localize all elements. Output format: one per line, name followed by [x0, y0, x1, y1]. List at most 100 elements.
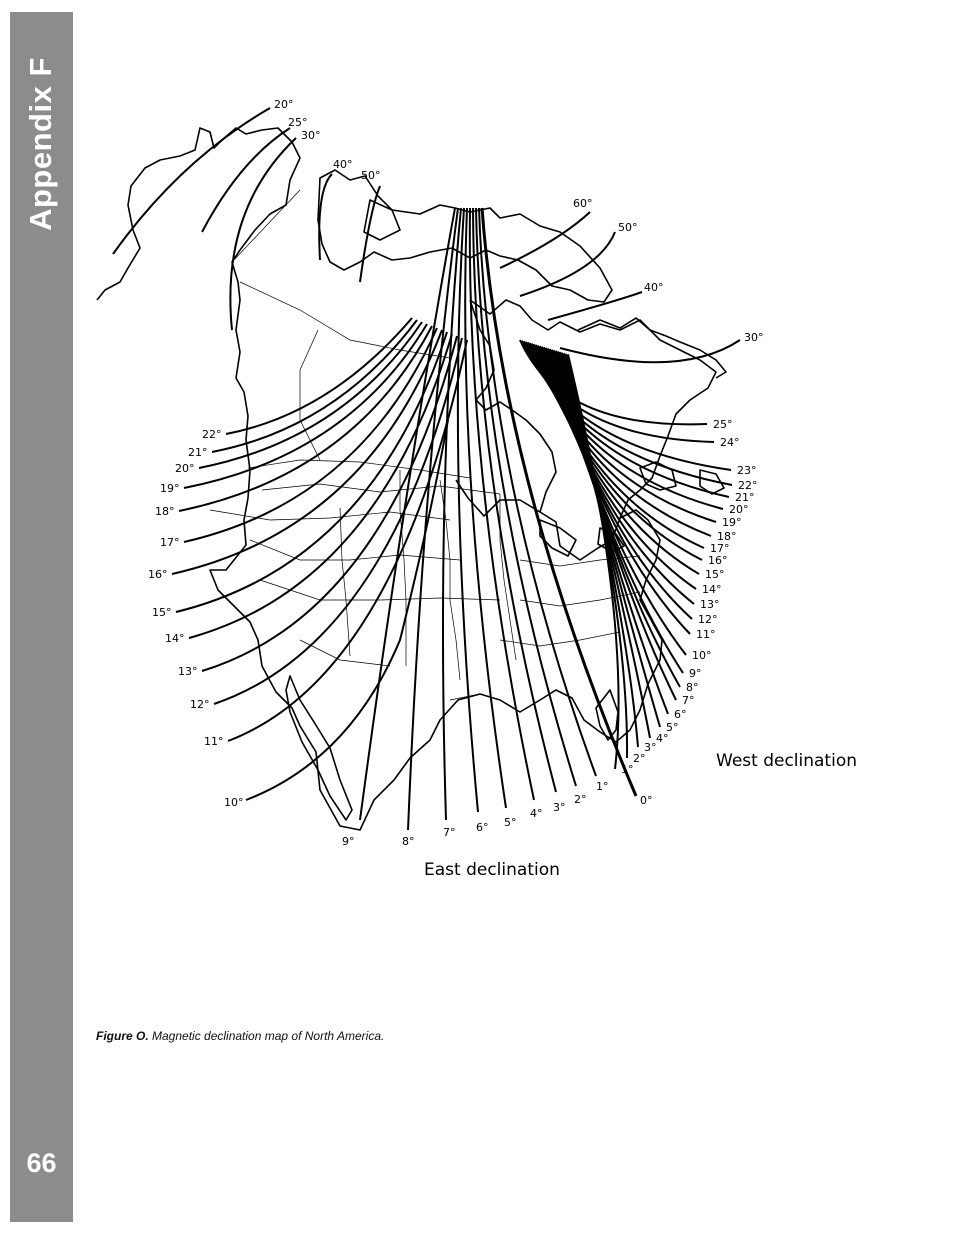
- top-declination-label: 30°: [744, 331, 764, 344]
- isogonic-line: [547, 348, 691, 635]
- right-declination-label: 2°: [633, 752, 646, 765]
- left-declination-label: 22°: [202, 428, 222, 441]
- left-declination-label: 13°: [178, 665, 198, 678]
- left-declination-label: 16°: [148, 568, 168, 581]
- right-declination-label: 13°: [700, 598, 720, 611]
- isogonic-line: [475, 207, 577, 787]
- isogonic-line: [441, 207, 462, 821]
- isogonic-line: [201, 335, 458, 672]
- page-number: 66: [26, 1148, 57, 1178]
- isogonic-line: [359, 185, 381, 283]
- bottom-declination-label: 4°: [530, 807, 543, 820]
- isogonic-line: [551, 349, 684, 674]
- left-declination-label: 20°: [175, 462, 195, 475]
- right-declination-label: 12°: [698, 613, 718, 626]
- bottom-declination-label: 10°: [224, 796, 244, 809]
- right-declination-label: 11°: [696, 628, 716, 641]
- isogonic-line: [549, 348, 687, 656]
- isogonic-line: [112, 107, 271, 255]
- figure-caption-label: Figure O.: [96, 1029, 149, 1043]
- isogonic-line: [559, 339, 741, 364]
- figure-caption-text: Magnetic declination map of North Americ…: [148, 1029, 385, 1043]
- isogonic-line: [472, 207, 557, 793]
- isogonic-line: [539, 345, 700, 575]
- isogonic-labels: 9°8°7°6°5°4°3°2°1°0°10°22°21°20°19°18°17…: [148, 98, 764, 848]
- top-declination-label: 25°: [288, 116, 308, 129]
- top-declination-label: 30°: [301, 129, 321, 142]
- isogonic-line: [561, 352, 651, 739]
- right-declination-label: 4°: [656, 732, 669, 745]
- right-declination-label: 9°: [689, 667, 702, 680]
- bottom-declination-label: 1°: [596, 780, 609, 793]
- right-declination-label: 25°: [713, 418, 733, 431]
- isogonic-line: [407, 207, 459, 831]
- isogonic-line: [535, 344, 705, 549]
- isogonic-line: [559, 351, 661, 728]
- left-declination-label: 21°: [188, 446, 208, 459]
- isogonic-line: [563, 352, 639, 748]
- isogonic-line: [229, 137, 297, 331]
- left-declination-label: 14°: [165, 632, 185, 645]
- isogonic-line: [537, 345, 703, 561]
- top-declination-label: 20°: [274, 98, 294, 111]
- isogonic-line: [464, 207, 507, 809]
- right-declination-label: 14°: [702, 583, 722, 596]
- isogonic-line: [178, 325, 433, 512]
- top-declination-label: 50°: [618, 221, 638, 234]
- bottom-declination-label: 3°: [553, 801, 566, 814]
- isogonic-line: [183, 327, 438, 543]
- isogonic-line: [198, 321, 423, 469]
- isogonic-line: [183, 323, 428, 489]
- isogonic-lines: [112, 107, 741, 831]
- isogonic-line: [171, 329, 443, 575]
- right-declination-label: 6°: [674, 708, 687, 721]
- isogonic-line: [468, 207, 535, 801]
- isogonic-line: [188, 333, 453, 639]
- bottom-declination-label: 5°: [504, 816, 517, 829]
- right-declination-label: 22°: [738, 479, 758, 492]
- isogonic-line: [555, 350, 677, 701]
- isogonic-line: [545, 347, 693, 620]
- isogonic-line: [175, 331, 448, 613]
- right-declination-label: 10°: [692, 649, 712, 662]
- east-declination-label: East declination: [424, 860, 560, 880]
- bottom-declination-label: 6°: [476, 821, 489, 834]
- right-declination-label: 7°: [682, 694, 695, 707]
- right-declination-label: 19°: [722, 516, 742, 529]
- figure-caption: Figure O. Magnetic declination map of No…: [96, 1029, 384, 1043]
- top-declination-label: 40°: [333, 158, 353, 171]
- isogonic-line: [557, 351, 669, 715]
- right-declination-label: 5°: [666, 721, 679, 734]
- left-declination-label: 19°: [160, 482, 180, 495]
- right-declination-label: 16°: [708, 554, 728, 567]
- isogonic-line: [541, 346, 697, 590]
- isogonic-line: [499, 211, 591, 269]
- left-declination-label: 12°: [190, 698, 210, 711]
- side-tab: [10, 12, 73, 1222]
- bottom-declination-label: 7°: [443, 826, 456, 839]
- isogonic-line: [359, 207, 456, 821]
- isogonic-line: [225, 317, 413, 435]
- right-declination-label: 18°: [717, 530, 737, 543]
- west-declination-label: West declination: [716, 751, 857, 771]
- left-declination-label: 11°: [204, 735, 224, 748]
- isogonic-line: [553, 349, 681, 688]
- left-declination-label: 15°: [152, 606, 172, 619]
- right-declination-label: 8°: [686, 681, 699, 694]
- isogonic-line: [543, 346, 695, 605]
- isogonic-line: [211, 319, 418, 453]
- isogonic-line: [213, 337, 463, 705]
- left-declination-label: 18°: [155, 505, 175, 518]
- isogonic-line: [519, 231, 616, 297]
- left-declination-label: 17°: [160, 536, 180, 549]
- isogonic-line: [480, 207, 638, 797]
- top-declination-label: 40°: [644, 281, 664, 294]
- isogonic-line: [567, 354, 620, 770]
- bottom-declination-label: 9°: [342, 835, 355, 848]
- bottom-declination-label: 8°: [402, 835, 415, 848]
- top-declination-label: 60°: [573, 197, 593, 210]
- right-declination-label: 23°: [737, 464, 757, 477]
- bottom-declination-label: 2°: [574, 793, 587, 806]
